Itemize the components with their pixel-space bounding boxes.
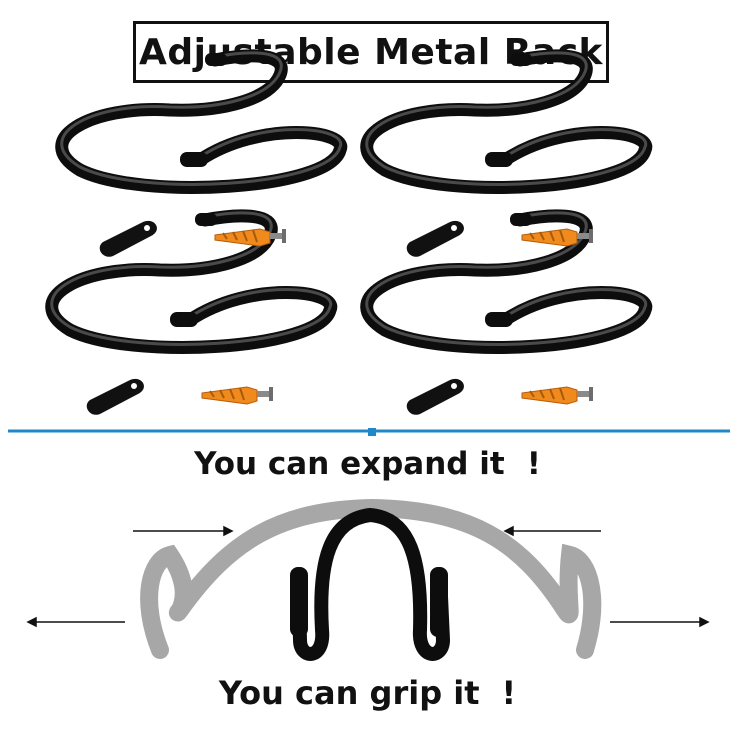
s-hook-icon xyxy=(367,53,646,188)
caption-grip-mark: ! xyxy=(501,674,517,712)
caption-expand-text: You can expand it xyxy=(194,446,505,482)
cable-clip-icon xyxy=(406,220,464,257)
s-hook-icon xyxy=(367,213,646,348)
wall-anchor-icon xyxy=(521,386,594,405)
cable-clip-icon xyxy=(406,378,464,415)
wall-anchor-icon xyxy=(201,386,274,405)
gripped-hook xyxy=(290,507,451,661)
caption-grip: You can grip it! xyxy=(0,674,735,712)
caption-grip-text: You can grip it xyxy=(218,674,480,712)
arrow-icon xyxy=(699,616,710,628)
s-hook-icon xyxy=(62,53,341,188)
caption-expand: You can expand it! xyxy=(0,446,735,482)
cable-clip-icon xyxy=(86,378,144,415)
arrow-icon xyxy=(223,525,234,537)
caption-expand-mark: ! xyxy=(526,446,541,482)
cable-clip-icon xyxy=(99,220,157,257)
arrow-icon xyxy=(26,616,37,628)
arrow-icon xyxy=(503,525,514,537)
expanded-hook xyxy=(140,498,602,659)
s-hook-icon xyxy=(52,213,331,348)
